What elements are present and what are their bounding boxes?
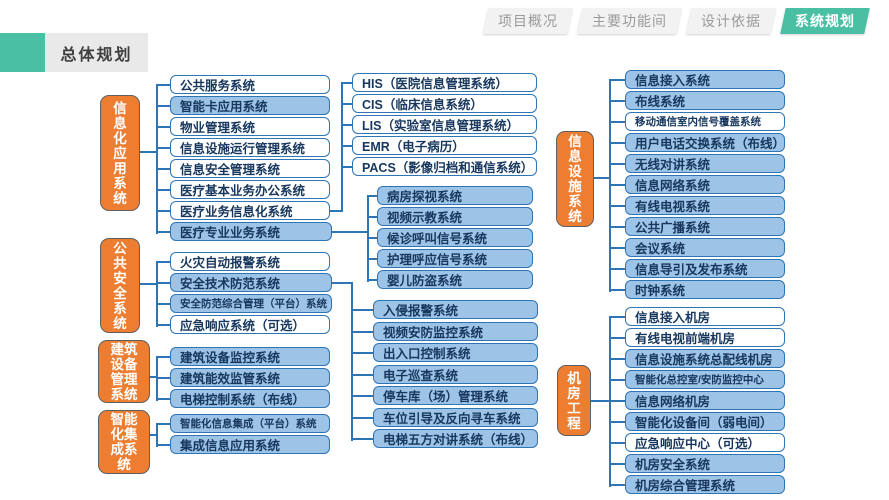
group-label-information-facility: 信息设施系统 [556, 131, 594, 227]
system-box: 电梯五方对讲系统（布线） [352, 429, 538, 448]
system-box: 安全防范综合管理（平台）系统 [157, 294, 332, 313]
connector-line [140, 151, 158, 153]
connector-line [330, 210, 343, 212]
connector-line [150, 376, 158, 378]
connector-trunk [156, 423, 158, 447]
connector-trunk [609, 316, 611, 487]
system-box: 入侵报警系统 [352, 300, 538, 319]
connector-trunk [156, 84, 158, 234]
system-box: HIS（医院信息管理系统） [342, 73, 537, 92]
connector-line [140, 283, 158, 285]
system-box: 停车库（场）管理系统 [352, 386, 538, 405]
group-label-intelligent-integration: 智能化集成系统 [98, 410, 150, 474]
system-box: 出入口控制系统 [352, 343, 538, 362]
system-box: 病房探视系统 [368, 186, 533, 205]
tab-label: 系统规划 [795, 13, 855, 29]
system-box: 视频示教系统 [368, 207, 533, 226]
system-box: 智能卡应用系统 [157, 96, 330, 115]
system-box: 医疗专业业务系统 [157, 222, 332, 241]
tab-label: 设计依据 [701, 13, 761, 29]
system-box: 时钟系统 [609, 280, 785, 299]
connector-line [591, 400, 611, 402]
title-accent-block [0, 33, 45, 72]
connector-line [594, 177, 611, 179]
page-title: 总体规划 [45, 33, 148, 72]
system-box: 信息设施系统总配线机房 [609, 349, 785, 368]
system-box: 智能化信息集成（平台）系统 [157, 414, 330, 433]
tab-project-overview[interactable]: 项目概况 [483, 8, 573, 34]
system-box: 物业管理系统 [157, 117, 330, 136]
system-box: 有线电视前端机房 [609, 328, 785, 347]
connector-line [150, 434, 158, 436]
system-box: 安全技术防范系统 [157, 273, 332, 292]
connector-line [332, 282, 353, 284]
connector-trunk [351, 282, 353, 441]
system-box: 候诊呼叫信号系统 [368, 228, 533, 247]
system-box: CIS（临床信息系统） [342, 94, 537, 113]
system-box: 会议系统 [609, 238, 785, 257]
system-box: 有线电视系统 [609, 196, 785, 215]
system-box: 信息网络机房 [609, 391, 785, 410]
system-box: 公共服务系统 [157, 75, 330, 94]
system-box: 婴儿防盗系统 [368, 270, 533, 289]
system-box: 布线系统 [609, 91, 785, 110]
tab-design-basis[interactable]: 设计依据 [686, 8, 776, 34]
system-box: EMR（电子病历） [342, 136, 537, 155]
system-box: 建筑能效监管系统 [157, 368, 330, 387]
connector-trunk [609, 79, 611, 292]
system-box: 智能化设备间（弱电间） [609, 412, 785, 431]
system-box: 智能化总控室/安防监控中心 [609, 370, 785, 389]
system-box: 机房综合管理系统 [609, 475, 785, 494]
system-box: 电梯控制系统（布线） [157, 389, 330, 408]
top-nav-tabs: 项目概况 主要功能间 设计依据 系统规划 [483, 8, 870, 34]
connector-trunk [341, 82, 343, 212]
system-box: 建筑设备监控系统 [157, 347, 330, 366]
system-box: 公共广播系统 [609, 217, 785, 236]
system-box: 集成信息应用系统 [157, 435, 330, 454]
system-box: 护理呼应信号系统 [368, 249, 533, 268]
system-box: 信息安全管理系统 [157, 159, 330, 178]
tab-label: 项目概况 [498, 13, 558, 29]
group-label-public-safety: 公共安全系统 [100, 238, 140, 333]
system-box: 机房安全系统 [609, 454, 785, 473]
connector-trunk [367, 195, 369, 282]
group-label-information-application: 信息化应用系统 [100, 95, 140, 211]
group-label-building-equipment: 建筑设备管理系统 [98, 340, 150, 403]
system-box: 应急响应中心（可选） [609, 433, 785, 452]
connector-line [332, 231, 369, 233]
connector-trunk [156, 356, 158, 401]
system-box: 电子巡查系统 [352, 365, 538, 384]
system-box: 信息设施运行管理系统 [157, 138, 330, 157]
tab-system-planning[interactable]: 系统规划 [780, 8, 870, 34]
system-box: 移动通信室内信号覆盖系统 [609, 112, 785, 131]
system-box: 信息网络系统 [609, 175, 785, 194]
connector-trunk [156, 261, 158, 327]
system-box: 医疗基本业务办公系统 [157, 180, 330, 199]
system-box: 火灾自动报警系统 [157, 252, 330, 271]
system-box: 信息导引及发布系统 [609, 259, 785, 278]
system-box: 车位引导及反向寻车系统 [352, 408, 538, 427]
system-box: 信息接入机房 [609, 307, 785, 326]
tab-label: 主要功能间 [592, 13, 667, 29]
system-box: 应急响应系统（可选） [157, 315, 330, 334]
system-box: 信息接入系统 [609, 70, 785, 89]
system-box: LIS（实验室信息管理系统） [342, 115, 537, 134]
tab-main-function-rooms[interactable]: 主要功能间 [577, 8, 682, 34]
system-box: 视频安防监控系统 [352, 322, 538, 341]
system-box: 用户电话交换系统（布线） [609, 133, 785, 152]
group-label-machine-room: 机房工程 [557, 365, 591, 436]
system-box: PACS（影像归档和通信系统） [342, 157, 537, 176]
system-box: 医疗业务信息化系统 [157, 201, 330, 220]
system-box: 无线对讲系统 [609, 154, 785, 173]
